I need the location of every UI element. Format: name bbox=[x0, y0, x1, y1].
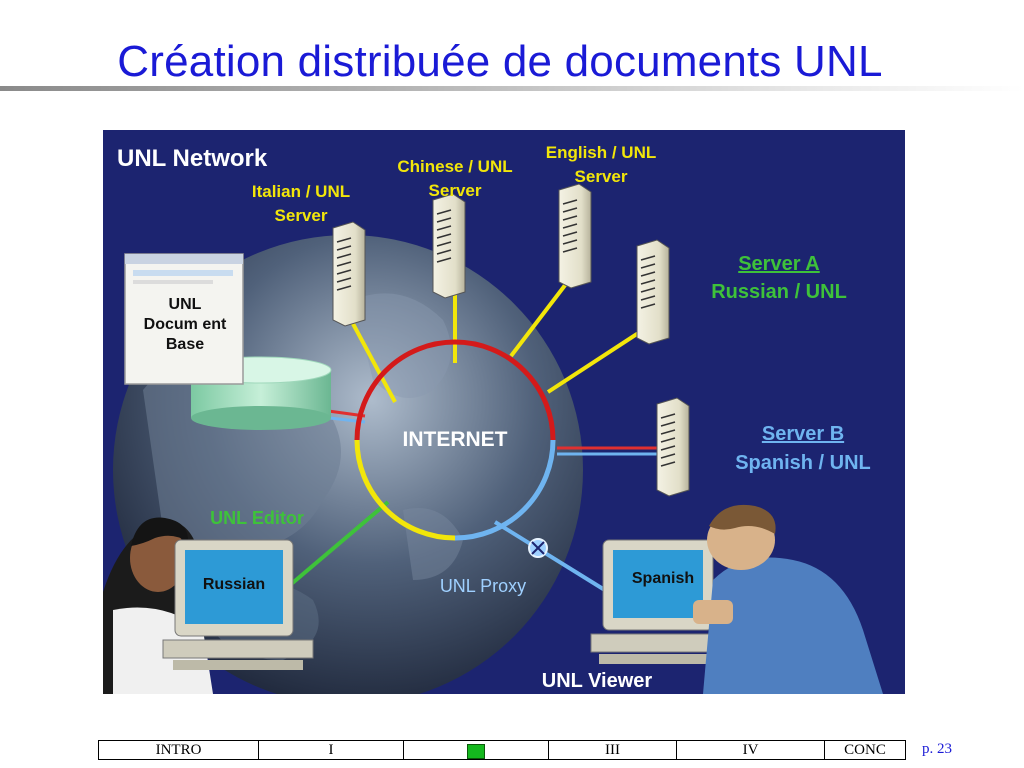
internet-hub bbox=[354, 339, 556, 541]
internet-label: INTERNET bbox=[403, 428, 508, 451]
server-a-label: Server A bbox=[738, 253, 820, 275]
server-b-label: Server B bbox=[762, 423, 844, 445]
nav-item-current[interactable] bbox=[404, 741, 549, 759]
title-divider bbox=[0, 86, 1024, 91]
viewer-computer-icon bbox=[590, 539, 732, 664]
nav-item-iv[interactable]: IV bbox=[677, 741, 825, 759]
editor-label: UNL Editor bbox=[210, 508, 304, 528]
spoke-english bbox=[509, 278, 571, 358]
server-a-language-label: Russian / UNL bbox=[711, 281, 847, 303]
document-base-label-line2: Docum ent bbox=[144, 316, 227, 333]
document-base-label-line3: Base bbox=[166, 336, 204, 353]
nav-item-i[interactable]: I bbox=[259, 741, 404, 759]
spoke-italian bbox=[349, 319, 397, 403]
spoke-viewer bbox=[493, 520, 610, 594]
viewer-screen-text: Spanish bbox=[632, 570, 694, 587]
english-server-label-line1: English / UNL bbox=[546, 143, 657, 162]
proxy-node bbox=[528, 538, 548, 558]
server-b-icon bbox=[656, 397, 690, 497]
server-a-icon bbox=[636, 239, 670, 345]
slide-title: Création distribuée de documents UNL bbox=[117, 37, 883, 86]
network-title: UNL Network bbox=[117, 145, 268, 172]
chinese-server-icon bbox=[432, 193, 466, 299]
unl-network-diagram: UNL Docum ent Base Russian Spanish UNL N… bbox=[103, 130, 905, 694]
viewer-label: UNL Viewer bbox=[542, 670, 653, 692]
english-server-label-line2: Server bbox=[575, 167, 628, 186]
page-number: p. 23 bbox=[922, 741, 952, 757]
italian-server-label-line1: Italian / UNL bbox=[252, 182, 350, 201]
server-b-language-label: Spanish / UNL bbox=[735, 452, 871, 474]
nav-item-conc[interactable]: CONC bbox=[844, 742, 886, 758]
document-base-label-line1: UNL bbox=[169, 296, 202, 313]
editor-screen-text: Russian bbox=[203, 576, 265, 593]
italian-server-icon bbox=[332, 221, 366, 327]
spoke-server-a bbox=[546, 328, 645, 394]
italian-server-label-line2: Server bbox=[275, 206, 328, 225]
english-server-icon bbox=[558, 183, 592, 289]
current-section-marker bbox=[467, 743, 485, 759]
chinese-server-label-line1: Chinese / UNL bbox=[397, 157, 512, 176]
viewer-user-illustration bbox=[693, 504, 883, 694]
nav-item-intro[interactable]: INTRO bbox=[99, 741, 259, 759]
proxy-label: UNL Proxy bbox=[440, 576, 526, 596]
document-window-icon bbox=[124, 253, 244, 385]
section-navigation: INTRO I III IV CONC bbox=[98, 740, 906, 760]
editor-computer-icon bbox=[162, 539, 314, 670]
nav-item-iii[interactable]: III bbox=[549, 741, 677, 759]
chinese-server-label-line2: Server bbox=[429, 181, 482, 200]
